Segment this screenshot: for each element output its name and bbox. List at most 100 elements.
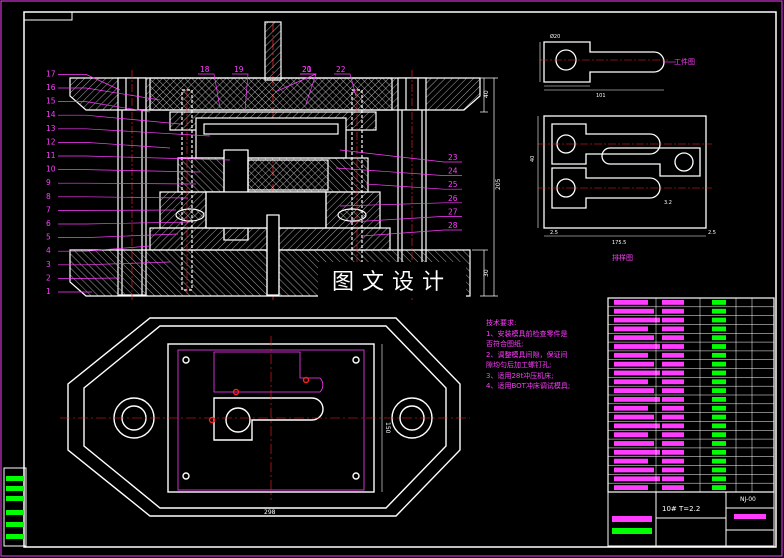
bom-cell-material (712, 485, 726, 490)
tech-note: 3、适用28t冲压机床; (486, 371, 554, 380)
bom-cell-name (614, 449, 660, 455)
bom-cell-name (614, 335, 654, 341)
bom-cell-material (712, 317, 726, 323)
leader-line (58, 142, 171, 149)
bom-cell-name (614, 352, 648, 358)
leader-line (58, 87, 161, 101)
part-number-label: 3 (46, 260, 51, 269)
bom-cell-material (712, 308, 726, 314)
leader-line (58, 182, 197, 185)
bom-cell-material (712, 335, 726, 341)
part-number-label: 18 (200, 65, 210, 74)
bom-cell-material (712, 441, 726, 446)
bom-cell-qty (662, 388, 684, 393)
dim-base-width: 298 (264, 509, 276, 516)
bom-cell-material (712, 370, 726, 376)
bom-cell-qty (662, 361, 684, 367)
bom-cell-qty (662, 414, 684, 420)
bom-cell-qty (662, 449, 684, 455)
bom-cell-name (614, 361, 654, 367)
bom-cell-qty (662, 476, 684, 482)
bom-cell-material (712, 449, 726, 455)
part-number-label: 28 (448, 221, 458, 230)
part-number-label: 19 (234, 65, 244, 74)
bom-cell-qty (662, 405, 684, 411)
part-number-label: 2 (46, 273, 51, 282)
leader-line (58, 233, 179, 238)
dim-base-height: 150 (384, 422, 391, 434)
bom-cell-material (712, 361, 726, 367)
bom-cell-qty (662, 441, 684, 446)
part-number-label: 21 (302, 65, 312, 74)
bom-cell-name (614, 344, 660, 349)
title-block (607, 491, 775, 547)
bom-cell-material (712, 476, 726, 482)
part-number-label: 24 (448, 167, 458, 176)
bom-cell-name (614, 476, 660, 482)
main-dimensions (472, 77, 498, 297)
bom-cell-material (712, 379, 726, 385)
bom-cell-name (614, 308, 654, 314)
bom-cell-name (614, 458, 648, 464)
bom-cell-material (712, 388, 726, 393)
bom-cell-qty (662, 370, 684, 376)
leader-line (339, 149, 462, 163)
part-number-label: 10 (46, 165, 56, 174)
bom-cell-name (614, 397, 660, 402)
part-number-label: 12 (46, 137, 56, 146)
bom-cell-name (614, 467, 654, 473)
leader-line (58, 169, 201, 173)
leader-line (232, 73, 249, 111)
leader-line (58, 221, 191, 225)
bom-cell-qty (662, 379, 684, 385)
bom-cell-name (614, 485, 648, 490)
bom-cell-qty (662, 335, 684, 341)
part-number-label: 8 (46, 192, 51, 201)
leader-line (58, 114, 181, 125)
dim-strip-pitch: 3.2 (664, 200, 672, 206)
bom-cell-name (614, 388, 654, 393)
tech-notes-title: 技术要求: (486, 319, 517, 327)
dim-part-width: 101 (596, 93, 606, 99)
tech-note: 1、安装模具前检查零件是 (486, 329, 568, 338)
part-number-label: 16 (46, 83, 56, 92)
inner-frame (23, 11, 777, 548)
leader-line (339, 202, 462, 207)
bom-cell-material (712, 300, 726, 305)
bom-cell-name (614, 405, 648, 411)
bom-cell-qty (662, 308, 684, 314)
bom-cell-qty (662, 352, 684, 358)
leader-line (361, 229, 462, 237)
leader-line (58, 128, 211, 137)
leader-line (58, 101, 151, 113)
part-number-label: 26 (448, 194, 458, 203)
bom-table (607, 297, 775, 493)
dim-strip-width: 175.5 (612, 240, 626, 246)
bom-cell-material (712, 432, 726, 438)
part-number-label: 27 (448, 207, 458, 216)
bom-cell-qty (662, 432, 684, 438)
revision-strip (3, 467, 27, 547)
bom-cell-material (712, 405, 726, 411)
bom-cell-name (614, 370, 660, 376)
bom-cell-material (712, 344, 726, 349)
leader-line (334, 73, 357, 97)
part-number-label: 6 (46, 219, 51, 228)
bom-cell-material (712, 352, 726, 358)
plan-view (60, 317, 470, 517)
dim-part-hole: Ø20 (550, 33, 560, 40)
dim-strip-height: 40 (530, 156, 536, 162)
part-number-label: 4 (46, 246, 51, 255)
bom-cell-material (712, 414, 726, 420)
bom-cell-name (614, 317, 660, 323)
bom-cell-qty (662, 467, 684, 473)
leader-line (335, 167, 462, 176)
leader-line (58, 261, 171, 266)
tech-note: 4、适用BOT冲床调试模具; (486, 382, 571, 390)
bom-cell-name (614, 414, 654, 420)
watermark: 图文设计 (318, 262, 466, 298)
tech-note: 2、调整模具间隙，保证间 (486, 350, 568, 359)
part-number-label: 13 (46, 124, 56, 133)
